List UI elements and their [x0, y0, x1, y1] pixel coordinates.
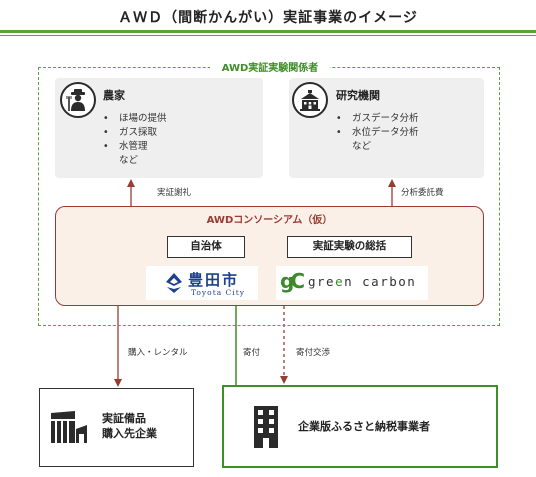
research-building-icon: [292, 82, 328, 118]
farmer-heading: 農家: [103, 89, 125, 102]
bullet-icon: •: [103, 127, 109, 138]
list-item-label: ガスデータ分析: [352, 113, 419, 124]
list-item-label: ガス採取: [119, 127, 158, 138]
companies-label: 企業版ふるさと納税事業者: [298, 420, 430, 433]
green-carbon-wordmark: green carbon: [308, 274, 416, 289]
role-project-lead: 実証実験の総括: [287, 236, 412, 258]
bullet-icon: •: [103, 113, 109, 124]
toyota-city-name: 豊田市: [188, 271, 240, 289]
list-item-label: ほ場の提供: [119, 113, 167, 124]
list-item: • ガスデータ分析: [336, 112, 419, 126]
list-item-label: 水位データ分析: [352, 127, 419, 138]
research-heading: 研究機関: [336, 89, 380, 102]
factory-icon: [51, 411, 87, 443]
green-carbon-mark-icon: gC: [280, 269, 305, 293]
farmer-card: 農家 • ほ場の提供 • ガス採取 • 水管理 など: [55, 78, 263, 178]
label-to-supplier: 購入・レンタル: [128, 348, 188, 358]
toyota-city-emblem-icon: [166, 273, 182, 293]
office-building-icon: [254, 406, 278, 448]
list-extra: など: [352, 141, 372, 152]
supplier-box: 実証備品 購入先企業: [39, 388, 194, 467]
bullet-icon: •: [336, 127, 342, 138]
list-item: • ほ場の提供: [103, 112, 167, 126]
list-item: • 水位データ分析: [336, 126, 419, 140]
bullet-icon: •: [103, 141, 109, 152]
title-underline: [0, 30, 536, 33]
bullet-icon: •: [336, 113, 342, 124]
farmer-icon: [60, 82, 96, 118]
label-donation-negotiation: 寄付交渉: [296, 348, 331, 358]
supplier-label: 実証備品 購入先企業: [102, 411, 157, 441]
research-list: • ガスデータ分析 • 水位データ分析 など: [336, 112, 419, 154]
farmer-list: • ほ場の提供 • ガス採取 • 水管理 など: [103, 112, 167, 168]
research-card: 研究機関 • ガスデータ分析 • 水位データ分析 など: [289, 78, 484, 178]
label-donation: 寄付: [243, 348, 261, 358]
consortium-label: AWDコンソーシアム（仮）: [206, 215, 333, 226]
title-underline-thin: [0, 35, 536, 36]
list-item-label: 水管理: [119, 141, 148, 152]
label-to-research: 分析委託費: [401, 188, 444, 198]
role-municipality: 自治体: [167, 236, 245, 258]
stakeholder-group-label: AWD実証実験関係者: [210, 59, 330, 74]
supplier-label-line1: 実証備品: [102, 412, 146, 425]
list-item: • 水管理: [103, 140, 167, 154]
supplier-label-line2: 購入先企業: [102, 427, 157, 440]
toyota-city-logo: 豊田市 Toyota City: [146, 266, 258, 300]
page-title: ＡＷＤ（間断かんがい）実証事業のイメージ: [118, 10, 418, 26]
green-carbon-logo: gC green carbon: [276, 266, 428, 300]
green-carbon-wordmark-part: n carbon: [344, 274, 417, 289]
toyota-city-subtitle: Toyota City: [191, 288, 245, 297]
label-to-farmer: 実証謝礼: [157, 188, 192, 198]
green-carbon-wordmark-accent: e: [335, 274, 345, 289]
list-item: • ガス採取: [103, 126, 167, 140]
list-extra: など: [119, 155, 139, 166]
green-carbon-wordmark-part: gre: [308, 274, 336, 289]
companies-box: 企業版ふるさと納税事業者: [222, 385, 498, 468]
